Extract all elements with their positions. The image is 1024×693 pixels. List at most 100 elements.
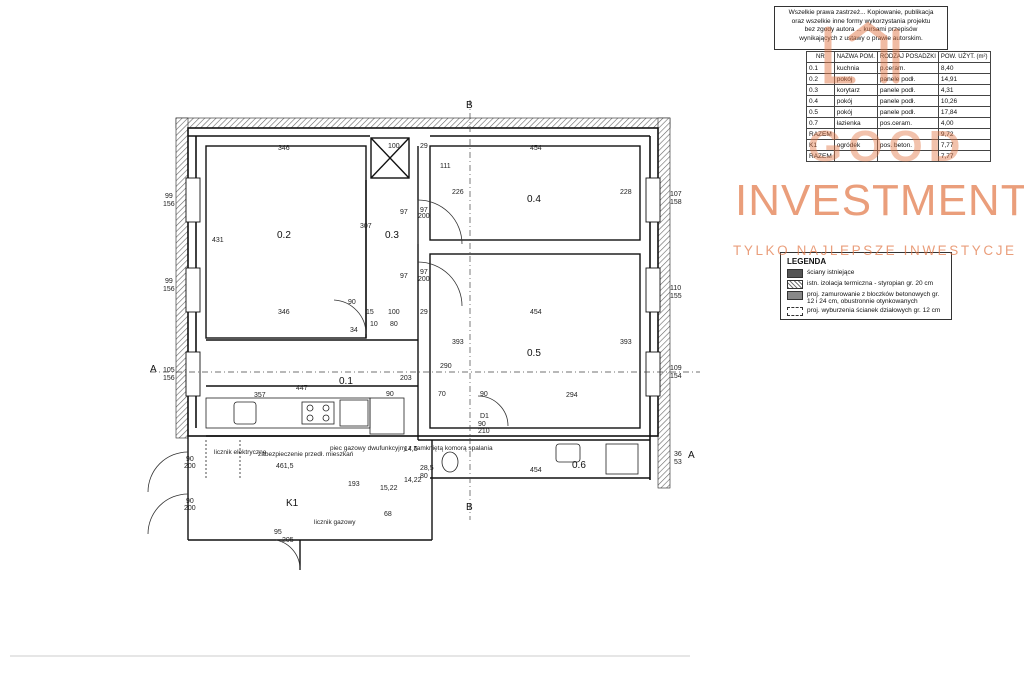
room-label-k1: K1 <box>286 498 299 509</box>
dim-454-top: 454 <box>530 145 542 152</box>
th-floor: RODZAJ POSADZKI <box>876 51 939 63</box>
room-labels: 0.2 0.3 0.4 0.5 0.1 0.6 K1 D1 <box>277 194 586 509</box>
dim-1522: 15,22 <box>380 485 398 492</box>
dim-97-c: 97 <box>400 209 408 216</box>
table-cell: RAZEM <box>806 150 835 162</box>
dim-10: 10 <box>370 321 378 328</box>
table-cell: 0.4 <box>806 95 835 107</box>
legend-swatch-block <box>787 291 803 300</box>
dim-70: 70 <box>438 391 446 398</box>
copyright-line-3: bez zgody autora ... kursami przepisów <box>804 26 918 33</box>
plan-notes: licznik elektryczne zabezpieczenie przed… <box>214 445 493 526</box>
section-mark-b-top: B <box>466 100 473 111</box>
dim-15: 15 <box>366 309 374 316</box>
copyright-line-4: wynikających z ustawy o prawie autorskim… <box>799 34 923 42</box>
dim-28: 28,5 <box>420 465 434 472</box>
dim-97-b: 97 <box>420 269 428 276</box>
table-cell: 17,84 <box>937 106 991 118</box>
table-cell: 0.1 <box>806 62 835 74</box>
dim-307: 307 <box>360 223 372 230</box>
table-cell: 0.2 <box>806 73 835 85</box>
dim-29-mid: 29 <box>420 309 428 316</box>
dim-100-mid: 100 <box>388 309 400 316</box>
section-mark-a-right: A <box>688 450 695 461</box>
room-label-0-2: 0.2 <box>277 230 291 241</box>
dim-68: 68 <box>384 511 392 518</box>
dim-w107: 107 <box>670 191 682 198</box>
dim-294: 294 <box>566 392 578 399</box>
watermark-brand: INVESTMENT <box>735 176 1024 225</box>
dim-200-a: 200 <box>418 213 430 220</box>
dim-346-top: 346 <box>278 145 290 152</box>
legend-text: ściany istniejące <box>807 269 855 276</box>
table-cell <box>833 150 878 162</box>
room-label-0-4: 0.4 <box>527 194 541 205</box>
table-cell: 14,91 <box>937 73 991 85</box>
dim-193: 193 <box>348 481 360 488</box>
dim-205: 205 <box>282 537 294 544</box>
table-cell: pokój <box>833 95 878 107</box>
dim-461: 461,5 <box>276 463 294 470</box>
section-mark-a-left: A <box>150 364 157 375</box>
dim-431: 431 <box>212 237 224 244</box>
table-cell: 4,31 <box>937 84 991 96</box>
dim-1422: 14,22 <box>404 477 422 484</box>
dim-346-bottom: 346 <box>278 309 290 316</box>
dim-454-mid: 454 <box>530 309 542 316</box>
dim-200-c: 200 <box>184 463 196 470</box>
th-nr: NR <box>806 51 835 63</box>
dim-200-d: 200 <box>184 505 196 512</box>
dim-111: 111 <box>440 163 451 170</box>
dim-393-b: 393 <box>620 339 632 346</box>
dim-34: 34 <box>350 327 358 334</box>
dim-210: 210 <box>478 428 490 435</box>
copyright-line-1: Wszelkie prawa zastrzeż... Kopiowanie, p… <box>788 9 934 16</box>
note-boiler: piec gazowy dwufunkcyjny z zamkniętą kom… <box>330 445 493 452</box>
dim-97-d: 97 <box>400 273 408 280</box>
table-cell: korytarz <box>833 84 878 96</box>
section-lines <box>150 100 700 520</box>
table-cell: pokój <box>833 106 878 118</box>
dim-80: 80 <box>390 321 398 328</box>
dim-100-top: 100 <box>388 143 400 150</box>
dim-290: 290 <box>440 363 452 370</box>
legend-text: proj. zamurowanie z bloczków betonowych … <box>807 291 940 305</box>
table-cell: 8,40 <box>937 62 991 74</box>
section-mark-b-bottom: B <box>466 502 473 513</box>
dim-w36: 36 <box>674 451 682 458</box>
dim-203: 203 <box>400 375 412 382</box>
table-header-row: NR NAZWA POM. RODZAJ POSADZKI POW. UŻYT.… <box>806 51 991 63</box>
dim-w156-b: 156 <box>163 286 175 293</box>
room-label-0-3: 0.3 <box>385 230 399 241</box>
interior-walls <box>187 137 650 570</box>
dim-454-bottom: 454 <box>530 467 542 474</box>
windows <box>185 177 661 397</box>
dim-97-a: 97 <box>420 207 428 214</box>
table-cell: panele podł. <box>876 95 939 107</box>
dim-w154: 154 <box>670 373 682 380</box>
dim-w155: 155 <box>670 293 682 300</box>
table-cell: kuchnia <box>833 62 878 74</box>
dim-226: 226 <box>452 189 464 196</box>
table-cell: p.ceram. <box>876 62 939 74</box>
dim-w109: 109 <box>670 365 682 372</box>
dim-w158: 158 <box>670 199 682 206</box>
table-cell: pokój <box>833 73 878 85</box>
dim-200-b: 200 <box>418 276 430 283</box>
dim-90-a: 90 <box>348 299 356 306</box>
room-label-0-5: 0.5 <box>527 348 541 359</box>
dimensions: 346 346 454 454 454 447 357 294 100 100 … <box>163 143 682 544</box>
dim-w156-a: 156 <box>163 201 175 208</box>
table-cell: 7,77 <box>937 150 991 162</box>
th-name: NAZWA POM. <box>833 51 878 63</box>
dim-95: 95 <box>274 529 282 536</box>
legend-item: istn. izolacja termiczna - styropian gr.… <box>787 280 945 289</box>
table-cell: panele podł. <box>876 73 939 85</box>
note-electric: licznik elektryczne <box>214 449 267 456</box>
dim-w156-c: 156 <box>163 375 175 382</box>
